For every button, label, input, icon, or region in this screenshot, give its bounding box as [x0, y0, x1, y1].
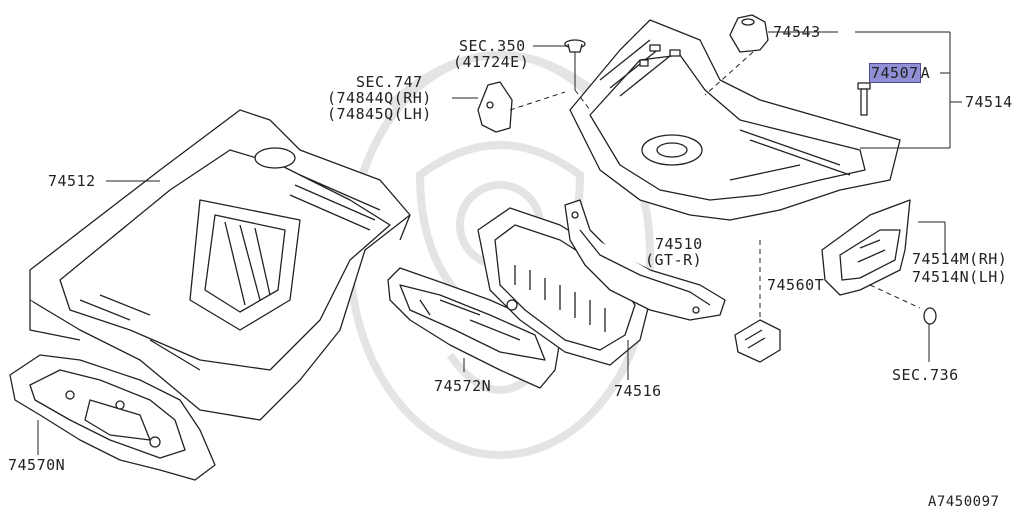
part-74543	[729, 14, 769, 53]
part-74512-rear-floor-front	[29, 109, 411, 421]
part-74572N	[387, 267, 561, 389]
label-74543[interactable]: 74543	[773, 23, 821, 41]
label-sec747[interactable]: SEC.747	[356, 73, 423, 91]
label-74507-highlight[interactable]: 74507	[869, 63, 921, 83]
part-74514M-N	[821, 199, 911, 296]
diagram-code: A7450097	[928, 494, 1000, 510]
label-sec350-sub: (41724E)	[453, 53, 530, 71]
dashed-guide-lines	[509, 51, 921, 320]
label-74514[interactable]: 74514	[965, 93, 1013, 111]
part-74516	[477, 207, 651, 366]
part-74507-bolt	[857, 82, 871, 116]
label-sec350[interactable]: SEC.350	[459, 37, 526, 55]
part-74570N	[9, 354, 216, 481]
label-74572N[interactable]: 74572N	[434, 377, 492, 395]
label-74570N[interactable]: 74570N	[8, 456, 66, 474]
label-74560T[interactable]: 74560T	[767, 276, 825, 294]
label-74516[interactable]: 74516	[614, 382, 662, 400]
part-74514-rear-floor-rear	[569, 19, 901, 221]
label-74510[interactable]: 74510	[655, 235, 703, 253]
part-sec747-bracket	[477, 81, 513, 133]
label-74510-sub: (GT-R)	[645, 251, 703, 269]
label-sec747-rh: (74844Q(RH)	[327, 89, 432, 107]
label-sec747-lh: (74845Q(LH)	[327, 105, 432, 123]
part-74510	[564, 199, 726, 321]
label-74507-suffix: A	[920, 64, 931, 82]
label-sec736[interactable]: SEC.736	[892, 366, 959, 384]
label-74514M[interactable]: 74514M(RH)	[912, 250, 1008, 268]
label-74512[interactable]: 74512	[48, 172, 96, 190]
leader-lines	[37, 31, 962, 455]
label-74514N[interactable]: 74514N(LH)	[912, 268, 1008, 286]
part-sec736-clip	[923, 307, 937, 325]
part-74560T	[734, 319, 781, 363]
